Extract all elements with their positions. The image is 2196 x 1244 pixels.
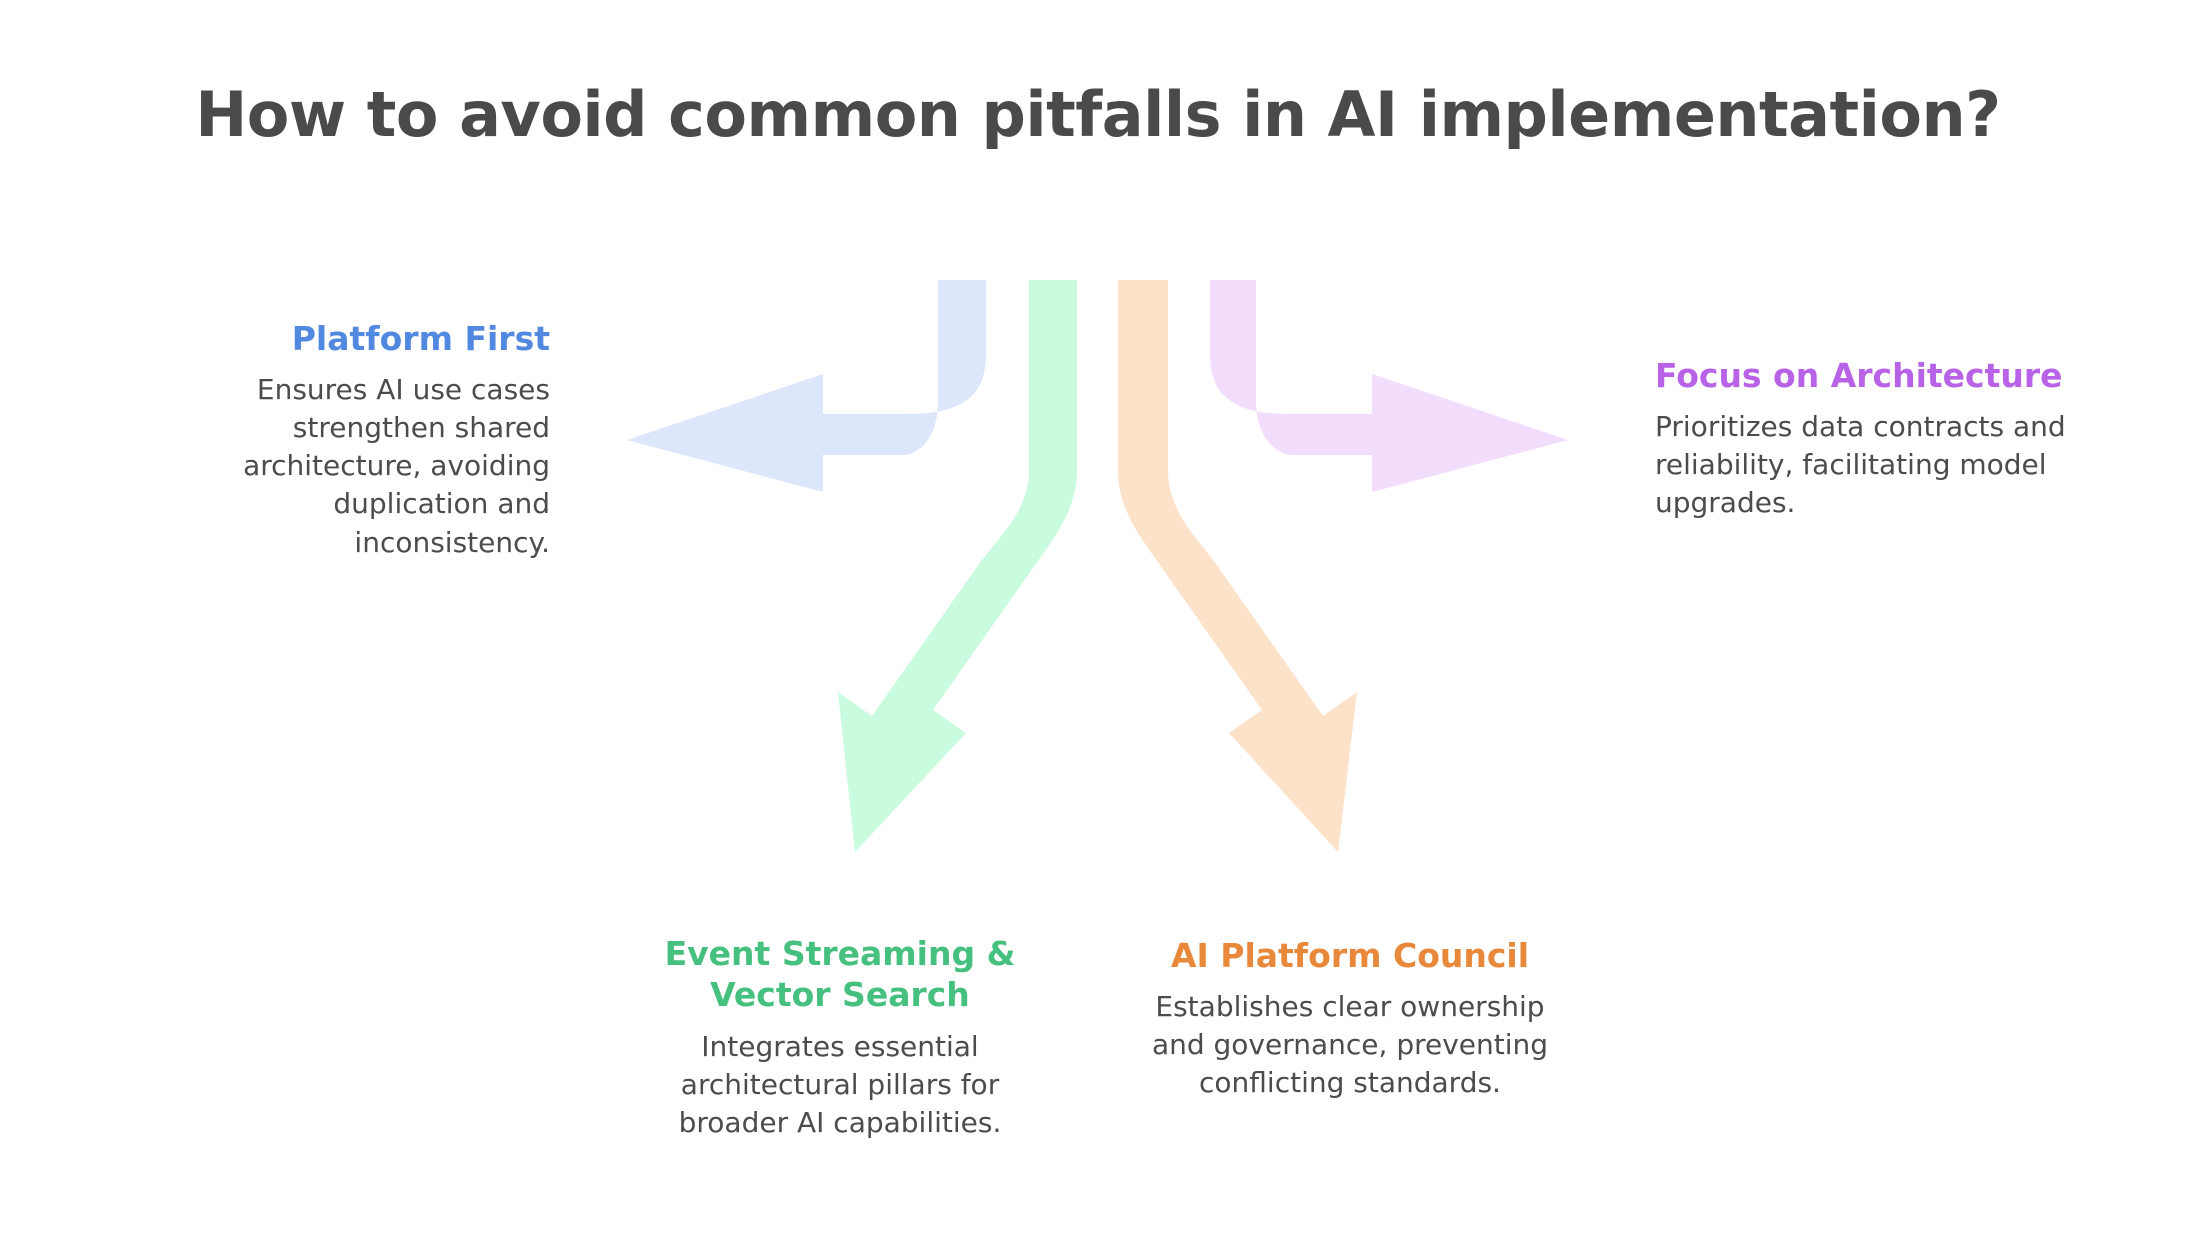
callout-focus-architecture: Focus on Architecture Prioritizes data c… [1655, 355, 2095, 522]
callout-ai-platform-council: AI Platform Council Establishes clear ow… [1150, 935, 1550, 1102]
callout-event-streaming-title: Event Streaming & Vector Search [664, 934, 1016, 1015]
callout-ai-platform-council-title: AI Platform Council [1170, 936, 1530, 975]
callout-event-streaming-body: Integrates essential architectural pilla… [678, 1029, 1002, 1139]
callout-platform-first-title: Platform First [291, 319, 550, 358]
page-title: How to avoid common pitfalls in AI imple… [195, 78, 2001, 151]
arrow-ai-platform-council [1118, 280, 1357, 852]
callout-platform-first-body: Ensures AI use cases strengthen shared a… [243, 373, 550, 559]
arrow-event-streaming [838, 280, 1077, 852]
arrow-platform-first [627, 280, 986, 492]
arrow-focus-architecture [1210, 280, 1568, 492]
callout-ai-platform-council-body: Establishes clear ownership and governan… [1151, 990, 1549, 1100]
callout-focus-architecture-title: Focus on Architecture [1655, 356, 2063, 395]
callout-focus-architecture-body: Prioritizes data contracts and reliabili… [1655, 410, 2066, 520]
callout-platform-first: Platform First Ensures AI use cases stre… [150, 318, 550, 562]
callout-event-streaming: Event Streaming & Vector Search Integrat… [640, 933, 1040, 1142]
